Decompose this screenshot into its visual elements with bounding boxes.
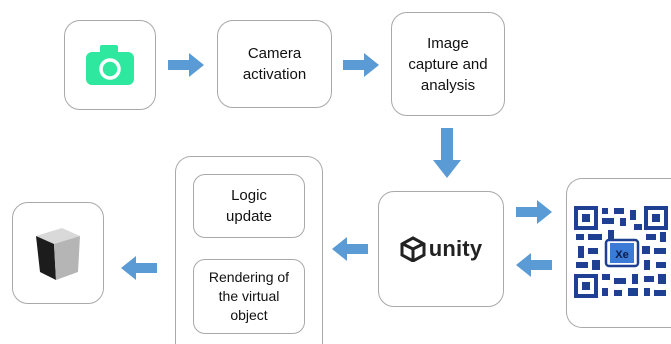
unity-logo-icon [400,236,426,262]
camera-activation-box: Camera activation [217,20,332,108]
arrow-processing-to-cube [121,256,157,280]
image-capture-box: Image capture and analysis [391,12,505,116]
camera-icon [86,45,134,85]
rendering-label: Rendering of the virtual object [208,269,290,323]
cube-icon [36,228,80,280]
qr-code-icon: Xe [573,206,668,298]
arrow-unity-to-processing [332,237,368,261]
camera-activation-label: Camera activation [242,45,307,83]
arrow-activation-to-capture [343,53,379,77]
qr-badge-text: Xe [615,249,628,261]
arrow-unity-to-qr [516,200,552,224]
rendering-box: Rendering of the virtual object [193,259,305,334]
image-capture-label: Image capture and analysis [408,34,488,94]
unity-label: unity [428,236,483,261]
arrow-capture-to-unity [433,128,461,178]
cube-box [12,202,104,304]
unity-box: unity [378,191,504,307]
qr-code-box: Xe [566,178,671,328]
logic-update-box: Logic update [193,174,305,238]
camera-box [64,20,156,110]
arrow-camera-to-activation [168,53,204,77]
arrow-qr-to-unity [516,253,552,277]
logic-update-label: Logic update [226,187,272,225]
